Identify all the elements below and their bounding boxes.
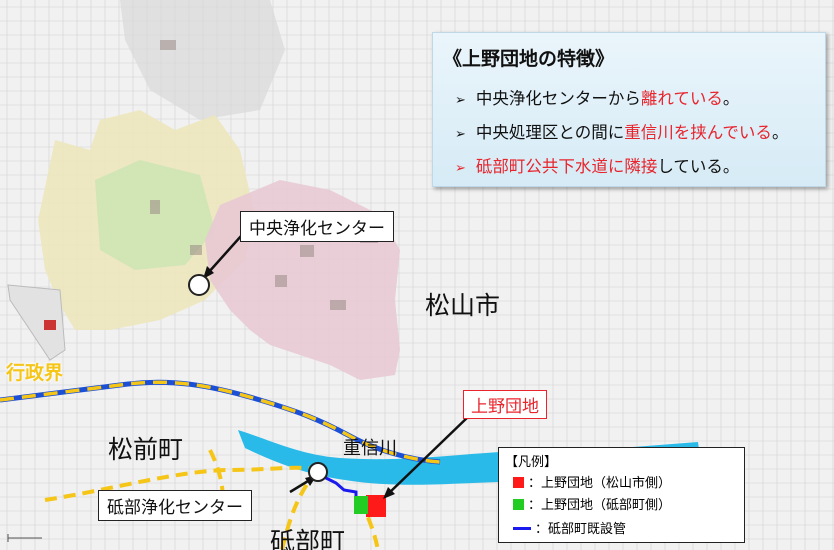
tobe-town-label: 砥部町 [270,527,346,550]
features-panel: 《上野団地の特徴》 ➢中央浄化センターから離れている。 ➢中央処理区との間に重信… [432,32,826,187]
legend-label: ：上野団地（砥部町側） [528,498,672,513]
legend-title: 【凡例】 [505,455,558,470]
airport-marker [44,320,56,330]
bullet-icon: ➢ [455,161,466,176]
panel-title: 《上野団地の特徴》 [443,48,615,70]
airport-area [7,284,66,361]
feature-item-2: ➢ 中央処理区との間に重信川を挟んでいる。 [455,119,788,143]
legend-item-existing-pipe: ：砥部町既設管 [513,518,626,537]
bullet-icon: ➢ [455,93,466,108]
feature-text: 中央処理区との間に [475,123,625,142]
bullet-icon: ➢ [455,127,466,142]
legend-item-matsuyama-side: ：上野団地（松山市側） [513,472,671,491]
feature-text: 砥部町公共下水道に隣接 [475,157,658,176]
feature-text: 離れている [640,89,723,108]
northern-hills [120,0,285,120]
feature-text: 中央浄化センターから [475,89,641,108]
legend-label: ：砥部町既設管 [535,522,627,537]
legend-item-tobe-side: ：上野団地（砥部町側） [513,494,671,513]
scale-bar [7,534,42,542]
matsuyama-city-label: 松山市 [425,291,501,320]
tobe-treatment-center-marker [308,462,328,482]
ueno-parcel-tobe [354,496,368,514]
tobe-treatment-center-label: 砥部浄化センター [98,490,252,521]
shigenobu-river-label: 重信川 [343,438,397,459]
feature-text: 。 [722,89,740,108]
feature-item-3: ➢ 砥部町公共下水道に隣接している。 [455,153,739,177]
feature-text: している。 [657,157,740,176]
feature-text: 。 [771,123,789,142]
masaki-town-label: 松前町 [108,435,184,464]
green-square-icon [513,499,524,510]
feature-text: 重信川を挟んでいる [624,123,772,142]
ueno-danchi-label: 上野団地 [463,390,547,419]
blue-line-icon [513,527,531,530]
legend-label: ：上野団地（松山市側） [528,476,672,491]
central-treatment-center-label: 中央浄化センター [240,211,394,242]
feature-item-1: ➢ 中央浄化センターから離れている。 [455,85,739,109]
central-district-green [95,160,215,270]
ueno-parcel-matsuyama [366,495,386,517]
administrative-boundary-label: 行政界 [6,362,64,384]
red-square-icon [513,477,524,488]
central-treatment-center-marker [188,274,210,296]
map-legend: 【凡例】 ：上野団地（松山市側） ：上野団地（砥部町側） ：砥部町既設管 [498,447,745,543]
administrative-boundary [0,380,441,464]
